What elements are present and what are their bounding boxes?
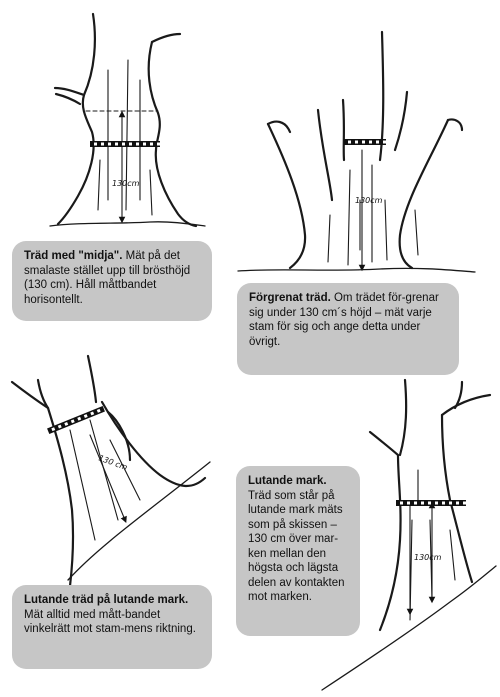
tape-mark bbox=[400, 502, 403, 505]
tape-mark bbox=[355, 141, 358, 144]
tape-mark bbox=[115, 143, 118, 146]
measure-label-2: 130cm bbox=[355, 196, 383, 205]
tape-mark bbox=[348, 141, 351, 144]
tape-mark bbox=[108, 143, 111, 146]
tape-mark bbox=[376, 141, 379, 144]
tape-mark bbox=[136, 143, 139, 146]
measure-label-1: 130cm bbox=[112, 179, 140, 188]
caption-body: Mät alltid med mått-bandet vinkelrätt mo… bbox=[24, 609, 196, 636]
caption-title: Lutande träd på lutande mark. bbox=[24, 594, 188, 606]
tape-mark bbox=[421, 502, 424, 505]
waisted-tree-sketch: 130cm bbox=[50, 14, 205, 226]
tape-mark bbox=[435, 502, 438, 505]
tape-mark bbox=[463, 502, 466, 505]
tape-mark bbox=[362, 141, 365, 144]
tape-mark bbox=[383, 141, 386, 144]
tape-mark bbox=[428, 502, 431, 505]
tape-mark bbox=[407, 502, 410, 505]
caption-sloping-ground: Lutande mark. Träd som står på lutande m… bbox=[236, 466, 360, 636]
tape-mark bbox=[456, 502, 459, 505]
forked-tree-sketch: 130cm bbox=[238, 32, 475, 272]
tape-mark bbox=[143, 143, 146, 146]
tape-mark bbox=[94, 143, 97, 146]
leaning-tree-sketch: 130 cm bbox=[12, 356, 210, 586]
caption-title: Träd med "midja". bbox=[24, 250, 126, 262]
tape-mark bbox=[150, 143, 153, 146]
caption-title: Förgrenat träd. bbox=[249, 292, 334, 304]
tape-mark bbox=[101, 143, 104, 146]
tape-mark bbox=[122, 143, 125, 146]
tape-mark bbox=[414, 502, 417, 505]
tape-mark bbox=[129, 143, 132, 146]
measure-label-3: 130 cm bbox=[97, 453, 128, 472]
tape-mark bbox=[369, 141, 372, 144]
caption-body: Träd som står på lutande mark mäts som p… bbox=[248, 490, 345, 604]
tape-mark bbox=[442, 502, 445, 505]
tape-mark bbox=[157, 143, 160, 146]
caption-waisted-tree: Träd med "midja". Mät på det smalaste st… bbox=[12, 241, 212, 321]
caption-forked-tree: Förgrenat träd. Om trädet för-grenar sig… bbox=[237, 283, 459, 375]
caption-title: Lutande mark. bbox=[248, 475, 327, 487]
caption-leaning-tree: Lutande träd på lutande mark. Mät alltid… bbox=[12, 585, 212, 669]
tape-mark bbox=[449, 502, 452, 505]
measure-label-4: 130cm bbox=[414, 553, 442, 562]
